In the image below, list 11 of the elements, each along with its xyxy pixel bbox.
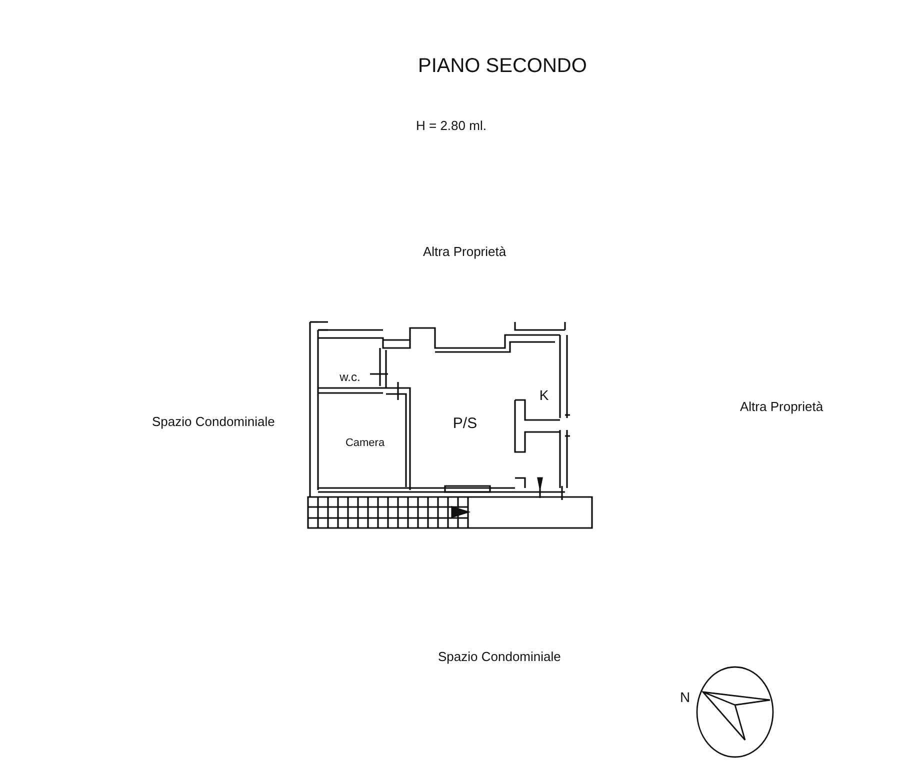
neighbour-label: Spazio Condominiale	[438, 649, 561, 664]
room-label: K	[539, 387, 549, 403]
ceiling-height-note: H = 2.80 ml.	[416, 118, 486, 133]
plan-title: PIANO SECONDO	[418, 55, 587, 78]
neighbour-label: Altra Proprietà	[423, 244, 506, 259]
room-label: Camera	[345, 437, 385, 449]
neighbour-label: Spazio Condominiale	[152, 414, 275, 429]
room-label: P/S	[452, 414, 478, 432]
neighbour-label: Altra Proprietà	[740, 399, 824, 414]
room-label: w.c.	[340, 370, 360, 384]
north-label: N	[680, 689, 690, 705]
